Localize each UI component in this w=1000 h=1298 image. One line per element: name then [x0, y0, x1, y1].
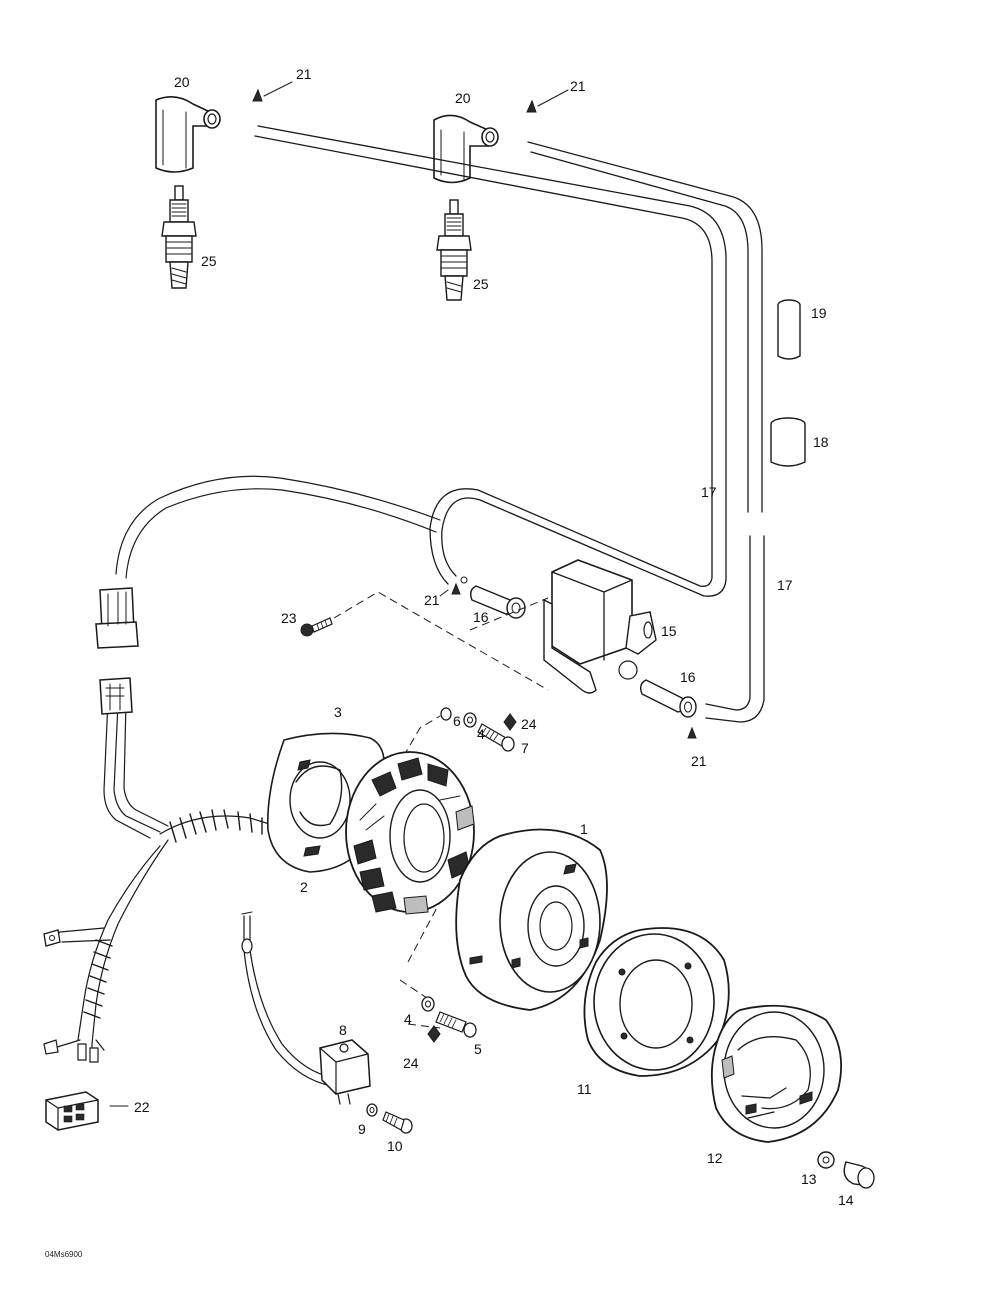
nipple-coil-lower	[687, 726, 697, 739]
spark-plug-left	[161, 185, 197, 289]
bolt-14	[843, 1161, 875, 1189]
harness-wire-terminals	[43, 1039, 99, 1063]
callout-23: 23	[281, 610, 297, 626]
ignition-coil	[543, 559, 657, 694]
callout-25b: 25	[473, 276, 489, 292]
callout-25a: 25	[201, 253, 217, 269]
callout-21a: 21	[296, 66, 312, 82]
washer-4-lower	[421, 996, 435, 1012]
cap-nipple-right	[526, 99, 537, 113]
high-tension-cable-right	[527, 141, 765, 723]
cap-nipple-left	[252, 88, 263, 102]
high-tension-cable-upper	[254, 125, 727, 597]
stator	[345, 751, 475, 915]
callout-13: 13	[801, 1171, 817, 1187]
callout-22: 22	[134, 1099, 150, 1115]
callout-20b: 20	[455, 90, 471, 106]
callout-11: 11	[577, 1081, 592, 1097]
connector-housing	[45, 1091, 99, 1131]
lock-washer-9	[366, 1103, 378, 1117]
nut-24-lower	[427, 1025, 441, 1043]
harness-connector-lower	[99, 677, 133, 715]
harness-spiral-wrap	[83, 809, 263, 1019]
callout-8: 8	[339, 1022, 347, 1038]
callout-10: 10	[387, 1138, 403, 1154]
callout-4b: 4	[404, 1011, 412, 1027]
callout-1: 1	[580, 821, 588, 837]
harness-connector-upper	[95, 587, 139, 649]
leader-lines-top	[263, 81, 569, 107]
washer-13	[817, 1151, 835, 1169]
callout-21c: 21	[424, 592, 440, 608]
starting-pulley	[583, 927, 730, 1077]
callout-20a: 20	[174, 74, 190, 90]
trigger-wire	[241, 911, 335, 1087]
callout-7: 7	[521, 740, 529, 756]
screw-5	[435, 1011, 477, 1038]
callout-17a: 17	[701, 484, 717, 500]
spark-plug-cap-right	[433, 114, 499, 184]
callout-24a: 24	[521, 716, 537, 732]
callout-14: 14	[838, 1192, 854, 1208]
washer-4-upper	[463, 712, 477, 728]
ground-terminal	[43, 929, 61, 947]
callout-12: 12	[707, 1150, 723, 1166]
callout-15: 15	[661, 623, 677, 639]
spark-plug-right	[436, 199, 472, 301]
callout-4a: 4	[477, 726, 485, 742]
trigger-coil	[319, 1039, 371, 1105]
nut-24-upper	[503, 713, 517, 731]
callout-5: 5	[474, 1041, 482, 1057]
callout-16b: 16	[680, 669, 696, 685]
callout-24b: 24	[403, 1055, 419, 1071]
cable-sleeve-large	[770, 417, 806, 467]
washer-6	[440, 707, 452, 721]
callout-17b: 17	[777, 577, 793, 593]
coil-connector-lower	[639, 679, 697, 718]
callout-9: 9	[358, 1121, 366, 1137]
callout-19: 19	[811, 305, 827, 321]
leader-lines-mid	[109, 589, 449, 1107]
spark-plug-cap-left	[155, 96, 221, 173]
callout-21d: 21	[691, 753, 707, 769]
nipple-coil-upper	[451, 576, 468, 595]
callout-16a: 16	[473, 609, 489, 625]
coil-mounting-screw	[300, 617, 333, 637]
assembly-dashed-lines	[333, 591, 549, 1029]
wiring-harness	[51, 475, 441, 1055]
cable-sleeve-small	[777, 299, 801, 360]
callout-18: 18	[813, 434, 829, 450]
screw-10	[382, 1111, 413, 1134]
figure-code: 04Ms6900	[45, 1250, 83, 1259]
magneto-flywheel	[455, 828, 608, 1011]
screw-7	[477, 723, 515, 752]
callout-3: 3	[334, 704, 342, 720]
starter-cup	[710, 1004, 843, 1143]
callout-6: 6	[453, 713, 461, 729]
callout-2: 2	[300, 879, 308, 895]
callout-21b: 21	[570, 78, 586, 94]
